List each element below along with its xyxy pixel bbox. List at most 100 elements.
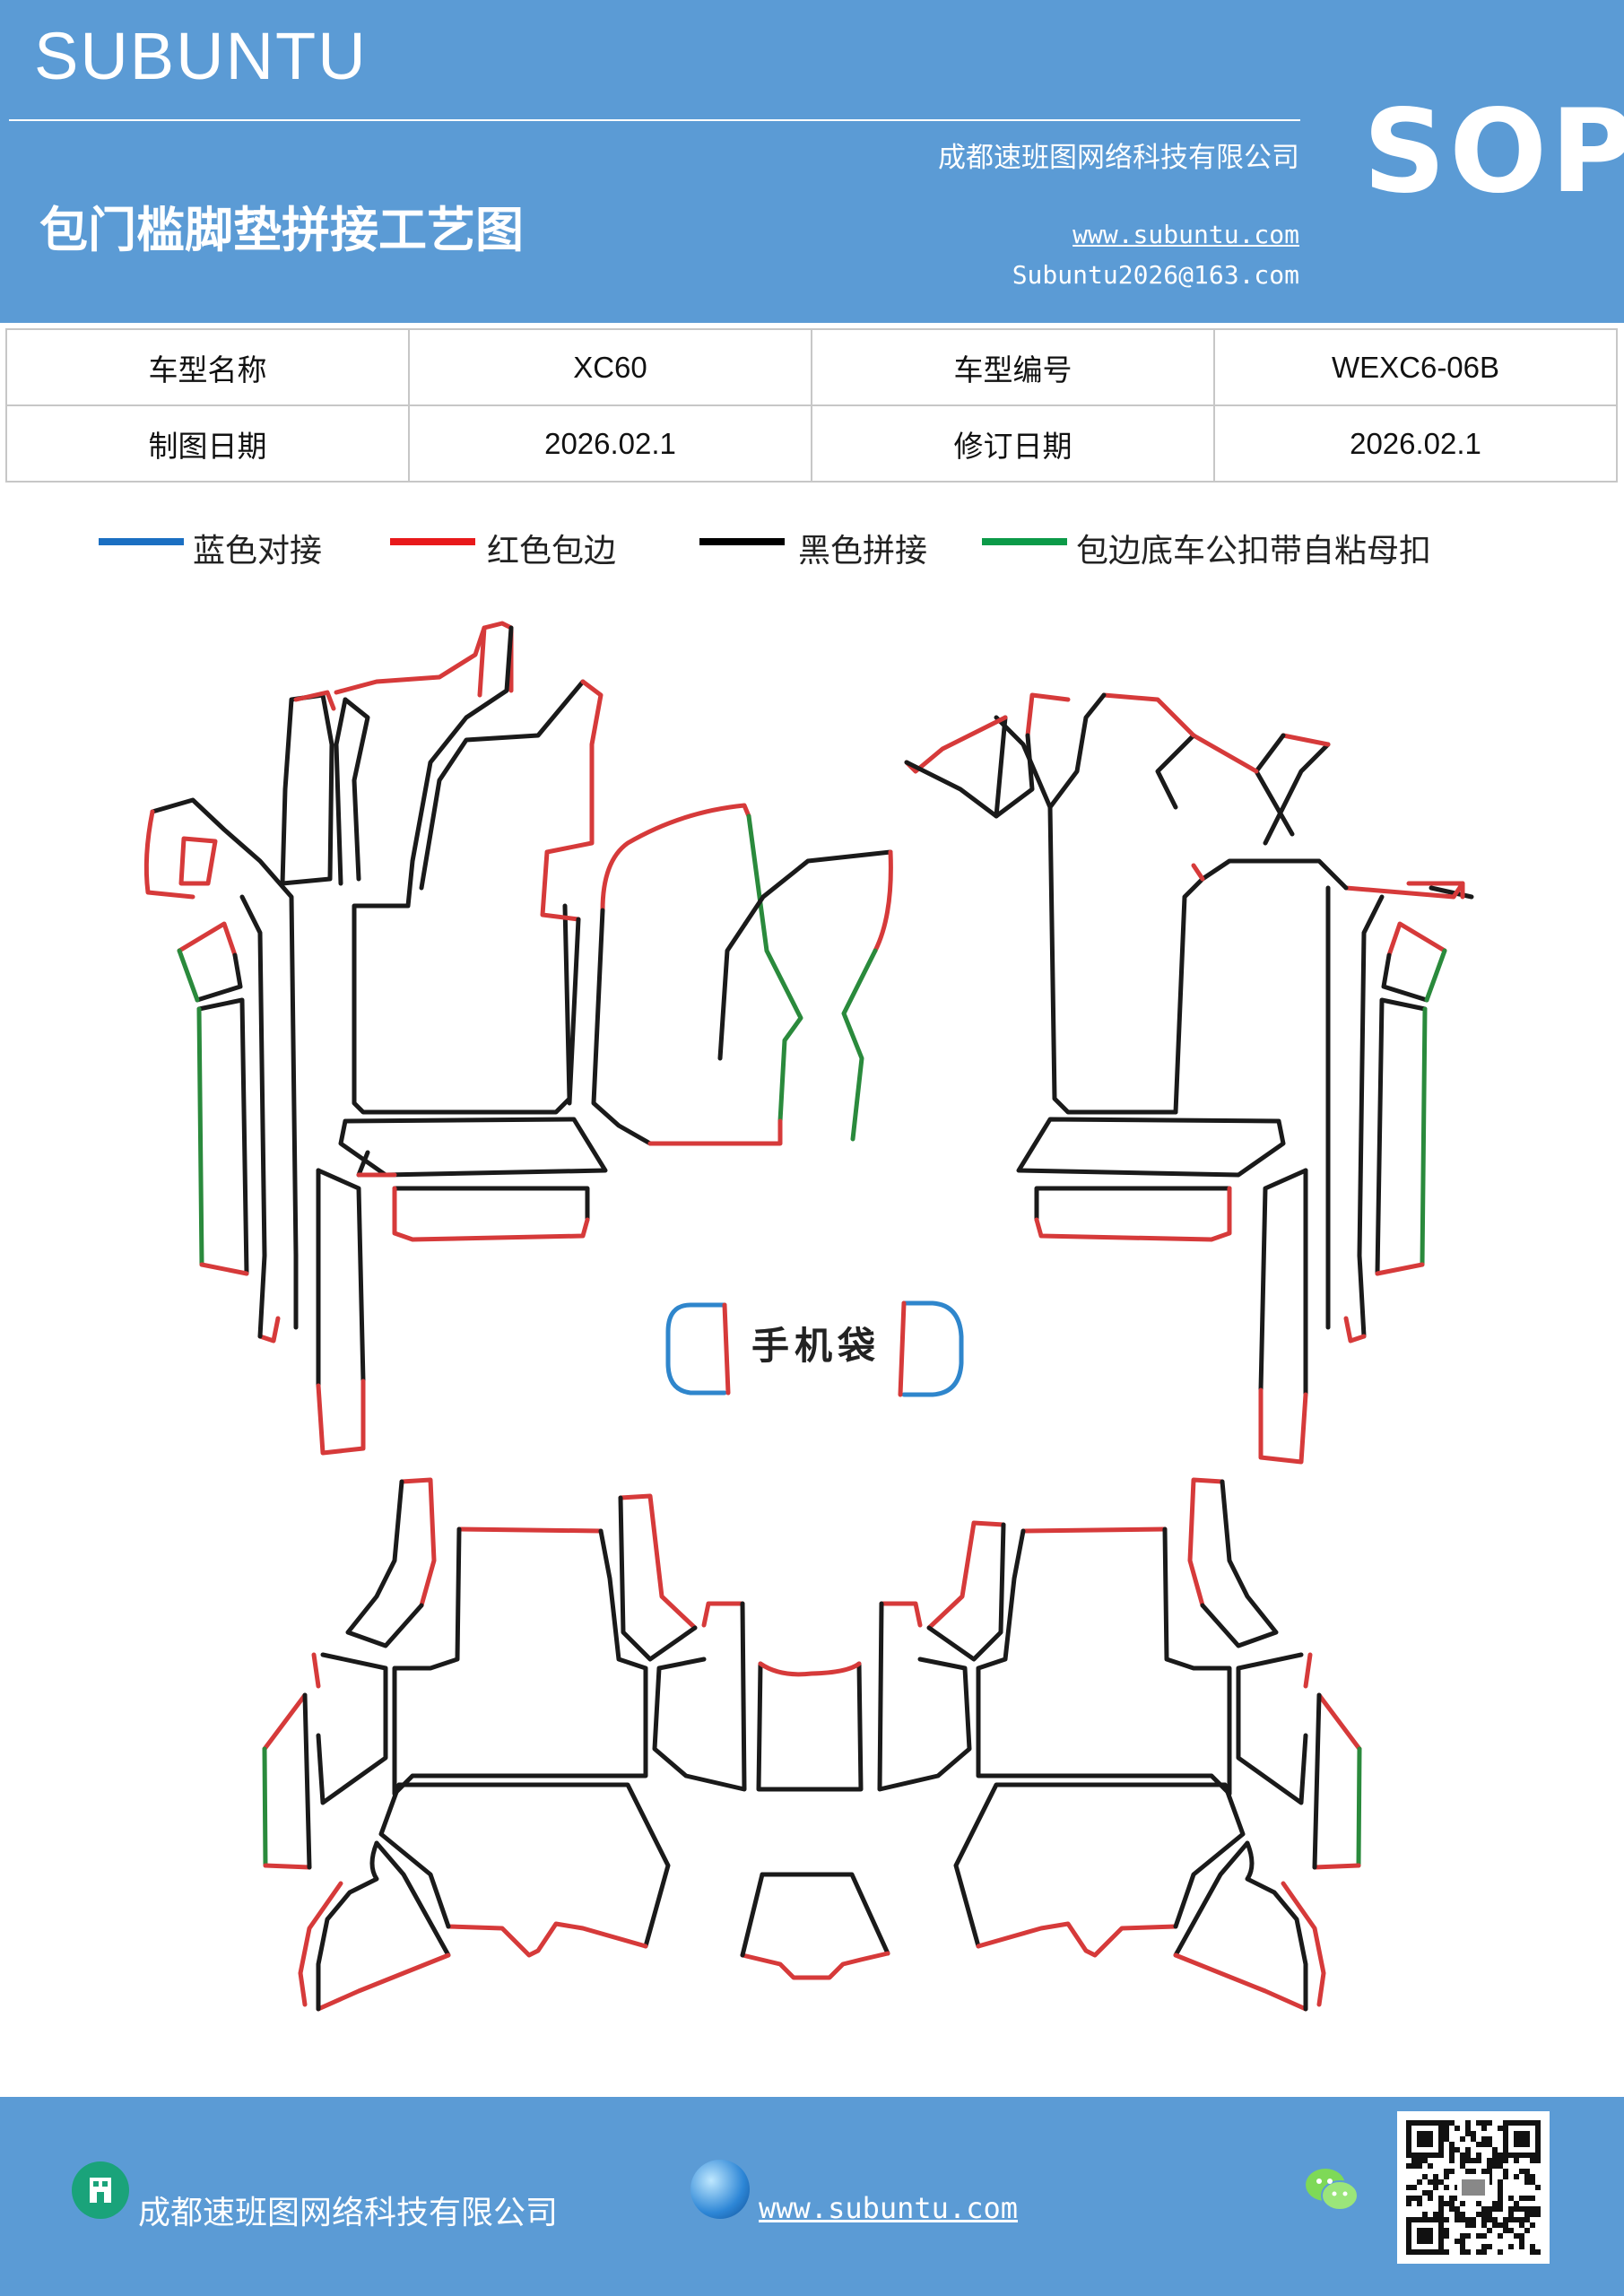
diagram-piece (392, 1186, 590, 1242)
diagram-group-bottom-center (740, 1661, 890, 1980)
phone-pocket-left-blue (665, 1302, 727, 1396)
diagram-piece (456, 1526, 604, 1534)
diagram-piece (1343, 881, 1465, 900)
legend-green: 包边底车公扣带自粘母扣 (982, 525, 1484, 573)
header-website-link[interactable]: www.subuntu.com (1073, 220, 1299, 249)
table-row: 制图日期 2026.02.1 修订日期 2026.02.1 (5, 404, 1618, 483)
diagram-piece (652, 1601, 747, 1792)
diagram-piece (392, 1526, 648, 1796)
phone-pocket-left-red (722, 1302, 731, 1396)
diagram-piece (378, 1782, 451, 1929)
diagram-piece (1034, 1186, 1232, 1242)
diagram-piece (591, 908, 653, 1146)
diagram-piece (758, 1661, 862, 1677)
legend-label-green: 包边底车公扣带自粘母扣 (1076, 533, 1432, 570)
diagram-piece (740, 1872, 765, 1958)
phone-pocket-right-blue (901, 1300, 964, 1397)
building-icon (72, 2161, 129, 2219)
diagram-piece (1173, 858, 1349, 1115)
diagram-piece (1173, 1952, 1308, 2012)
diagram-piece (316, 1168, 366, 1384)
diagram-piece (239, 894, 267, 1339)
table-row: 车型名称 XC60 车型编号 WEXC6-06B (5, 328, 1618, 406)
diagram-group-bottom-left (262, 1477, 747, 2012)
diagram-piece (1101, 692, 1196, 738)
diagram-piece (746, 813, 803, 1124)
legend-blue: 蓝色对接 (99, 525, 350, 573)
diagram-piece (1420, 1006, 1428, 1267)
diagram-piece (1375, 1262, 1425, 1276)
diagram-piece (143, 809, 195, 900)
diagram-piece (1191, 863, 1205, 882)
diagram-piece (976, 1921, 1178, 1958)
diagram-piece (345, 1479, 424, 1648)
diagram-piece (904, 760, 999, 819)
sop-label: SOP (1363, 85, 1624, 219)
diagram-piece (1245, 1840, 1308, 2012)
diagram-piece (419, 679, 586, 891)
diagram-piece (1016, 1117, 1286, 1178)
diagram-piece (195, 952, 243, 1003)
diagram-piece (1187, 1477, 1225, 1608)
legend-black: 黑色拼接 (699, 525, 951, 573)
diagram-piece (701, 1601, 745, 1628)
header-company: 成都速班图网络科技有限公司 (938, 142, 1299, 174)
diagram-piece (743, 849, 893, 926)
diagram-piece (976, 1526, 1232, 1796)
diagram-piece (618, 1493, 698, 1631)
phone-pocket-group: 手机袋 (665, 1300, 964, 1397)
footer-company: 成都速班图网络科技有限公司 (138, 2195, 559, 2231)
globe-icon (690, 2160, 750, 2219)
legend-swatch-green (982, 538, 1067, 545)
diagram-piece (540, 679, 604, 922)
diagram-piece (392, 1186, 590, 1222)
diagram-piece (1343, 1316, 1367, 1344)
phone-pocket-label: 手机袋 (751, 1324, 881, 1368)
diagram-piece (1357, 894, 1385, 1339)
legend-swatch-blue (99, 538, 184, 545)
diagram-piece (178, 836, 218, 886)
model-name-label: 车型名称 (5, 328, 410, 406)
wechat-icon[interactable] (1300, 2158, 1363, 2221)
footer-website-link[interactable]: www.subuntu.com (759, 2191, 1018, 2225)
brand-logo-text: SUBUNTU (34, 19, 368, 93)
diagram-piece (343, 697, 370, 882)
page-title: 包门槛脚垫拼接工艺图 (39, 202, 524, 258)
diagram-piece (1375, 997, 1428, 1276)
diagram-piece (177, 948, 200, 1003)
diagram-piece (1034, 1186, 1232, 1222)
diagram-piece (1191, 733, 1259, 774)
diagram-piece (338, 1117, 608, 1178)
diagram-group-bottom-right (877, 1477, 1362, 2012)
diagram-piece (316, 1840, 379, 2012)
diagram-piece (1173, 1782, 1246, 1929)
diagram-piece (196, 997, 249, 1276)
diagram-piece (1386, 921, 1447, 958)
diagram-group-top-right (717, 692, 1474, 1465)
diagram-piece (740, 1951, 890, 1980)
vehicle-info-table: 车型名称 XC60 车型编号 WEXC6-06B 制图日期 2026.02.1 … (5, 328, 1618, 483)
diagram-piece (1173, 1840, 1250, 1958)
header-email[interactable]: Subuntu2026@163.com (1012, 260, 1299, 290)
diagram-piece (1381, 952, 1429, 1003)
diagram-piece (994, 715, 1178, 1115)
model-code-value: WEXC6-06B (1213, 328, 1618, 406)
diagram-piece (926, 1520, 1006, 1631)
footer-banner: 成都速班图网络科技有限公司 www.subuntu.com (0, 2097, 1624, 2296)
revision-date-label: 修订日期 (811, 404, 1215, 483)
diagram-piece (1236, 1652, 1308, 1805)
model-name-value: XC60 (408, 328, 812, 406)
diagram-piece (567, 917, 581, 1106)
diagram-piece (311, 1652, 321, 1689)
diagram-piece (717, 921, 748, 1061)
legend-label-red: 红色包边 (487, 533, 617, 570)
legend-swatch-black (699, 538, 785, 545)
qr-code[interactable] (1397, 2111, 1550, 2264)
drawing-date-label: 制图日期 (5, 404, 410, 483)
diagram-piece (1258, 1387, 1308, 1465)
diagram-piece (257, 1316, 281, 1344)
diagram-piece (334, 697, 348, 886)
diagram-piece (1281, 733, 1331, 747)
diagram-group-top-left (143, 621, 803, 1456)
